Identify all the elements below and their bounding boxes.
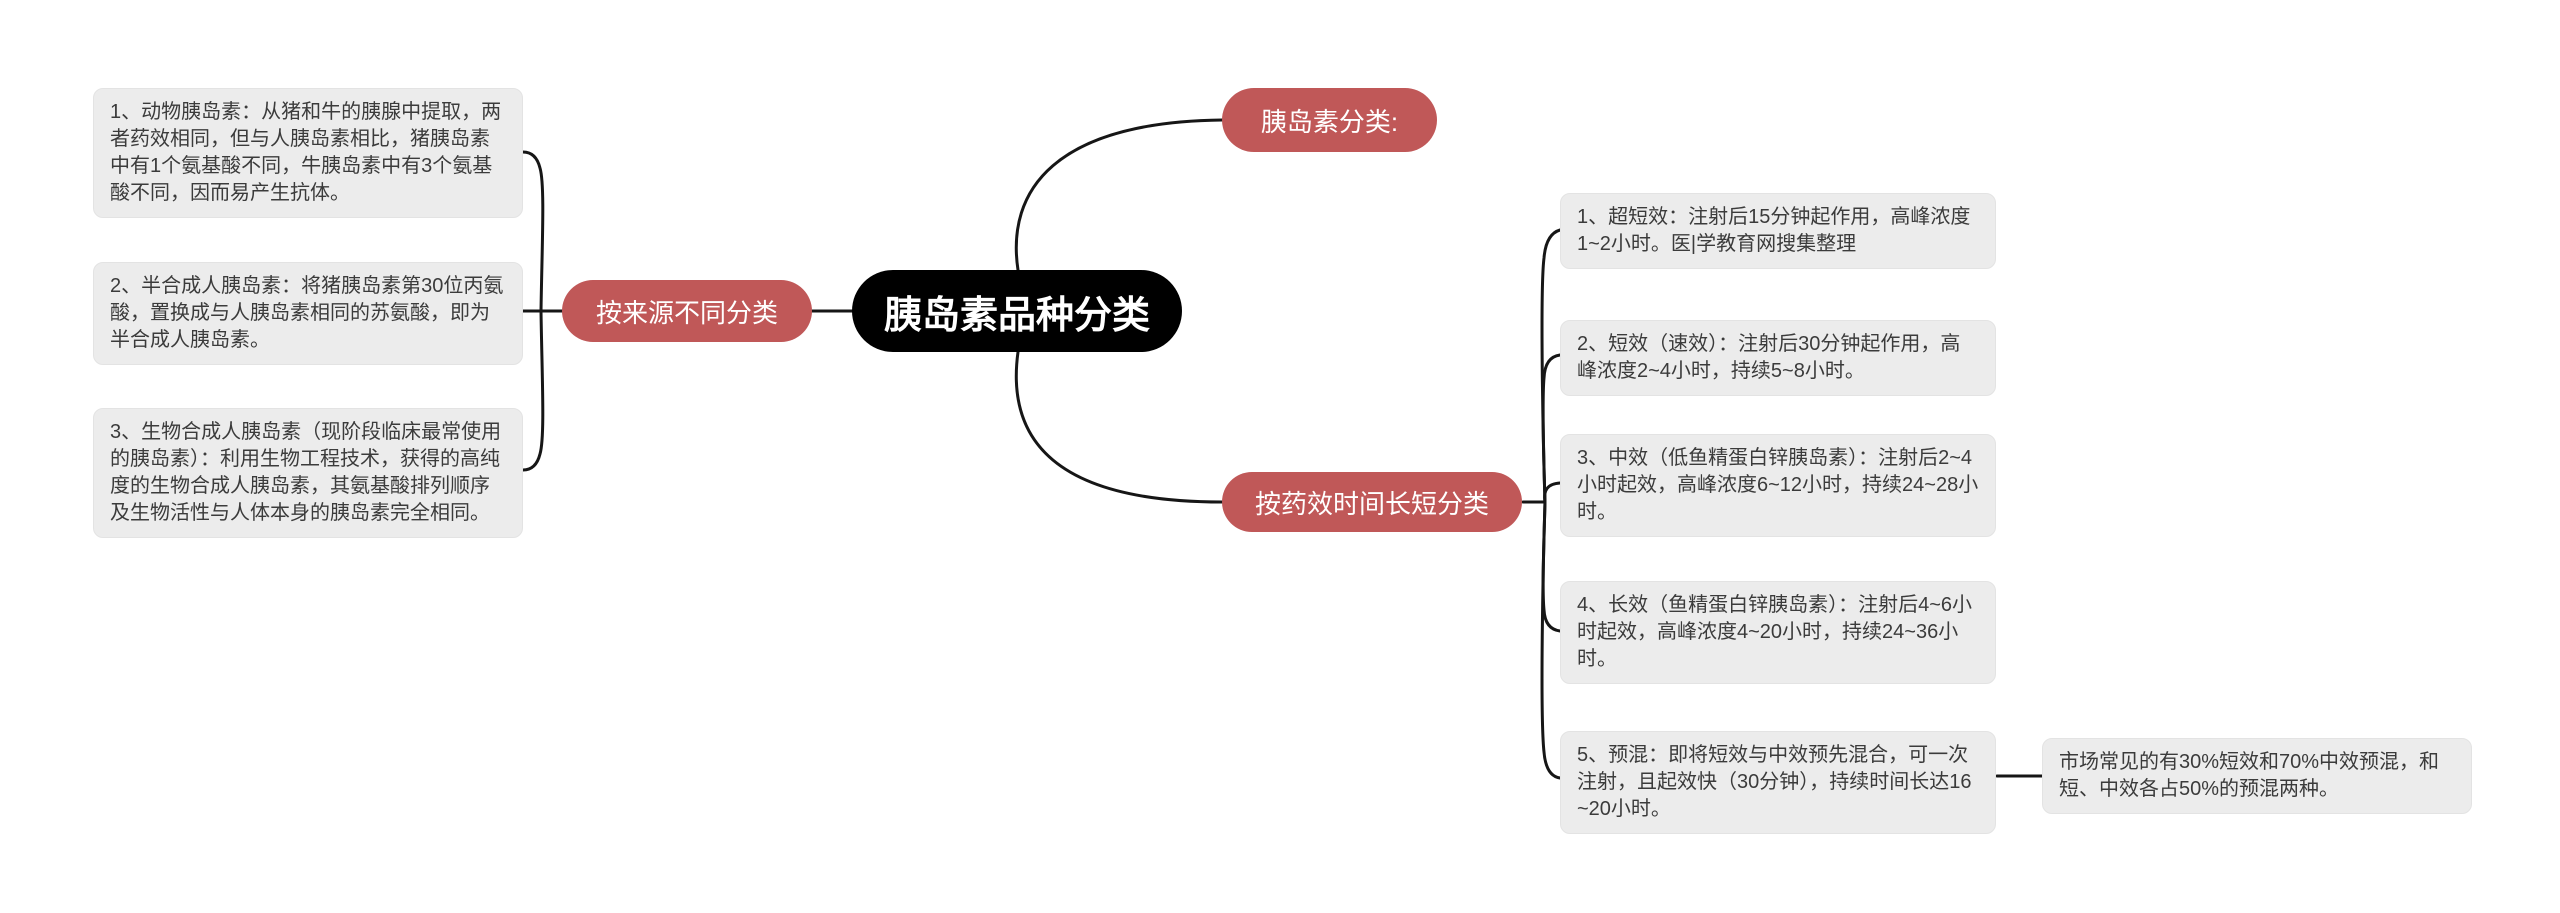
card-animal-insulin[interactable]: 1、动物胰岛素：从猪和牛的胰腺中提取，两者药效相同，但与人胰岛素相比，猪胰岛素中… [93, 88, 523, 218]
card-premixed[interactable]: 5、预混：即将短效与中效预先混合，可一次注射，且起效快（30分钟），持续时间长达… [1560, 731, 1996, 834]
card-intermediate-acting[interactable]: 3、中效（低鱼精蛋白锌胰岛素）：注射后2~4小时起效，高峰浓度6~12小时，持续… [1560, 434, 1996, 537]
connector-root-topnode [1014, 118, 1224, 272]
connector-root-rightnode [1014, 350, 1224, 504]
root-node[interactable]: 胰岛素品种分类 [852, 270, 1182, 352]
card-semisynthetic-insulin[interactable]: 2、半合成人胰岛素：将猪胰岛素第30位丙氨酸，置换成与人胰岛素相同的苏氨酸，即为… [93, 262, 523, 365]
card-ultra-short-acting[interactable]: 1、超短效：注射后15分钟起作用，高峰浓度1~2小时。医|学教育网搜集整理 [1560, 193, 1996, 269]
card-short-acting[interactable]: 2、短效（速效）：注射后30分钟起作用，高峰浓度2~4小时，持续5~8小时。 [1560, 320, 1996, 396]
connector-left-item3 [521, 309, 545, 472]
branch-node-classification[interactable]: 胰岛素分类: [1222, 88, 1437, 152]
card-premixed-note[interactable]: 市场常见的有30%短效和70%中效预混，和短、中效各占50%的预混两种。 [2042, 738, 2472, 814]
card-long-acting[interactable]: 4、长效（鱼精蛋白锌胰岛素）：注射后4~6小时起效，高峰浓度4~20小时，持续2… [1560, 581, 1996, 684]
connector-right-item5 [1540, 500, 1562, 780]
connector-right-item2 [1541, 353, 1562, 504]
card-biosynthetic-insulin[interactable]: 3、生物合成人胰岛素（现阶段临床最常使用的胰岛素）：利用生物工程技术，获得的高纯… [93, 408, 523, 538]
connector-right-item3 [1543, 481, 1562, 504]
connector-left-item1 [521, 150, 545, 313]
branch-node-by-source[interactable]: 按来源不同分类 [562, 280, 812, 342]
branch-node-by-duration[interactable]: 按药效时间长短分类 [1222, 472, 1522, 532]
